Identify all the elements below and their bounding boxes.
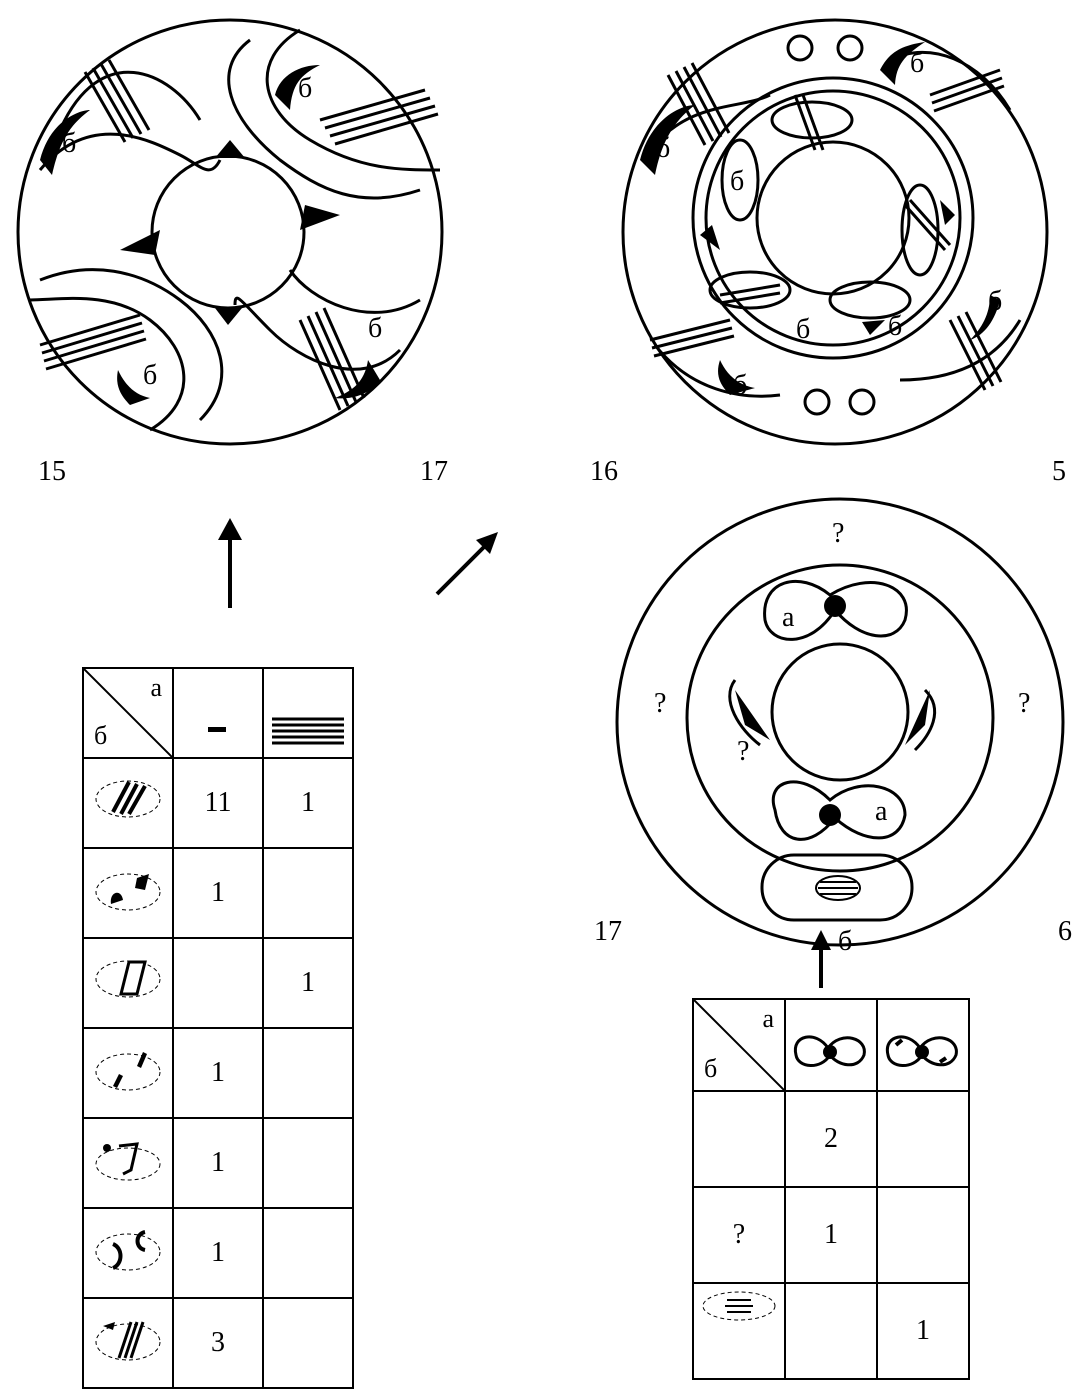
count-cell: 1 bbox=[877, 1283, 969, 1379]
arrow-label: б bbox=[838, 928, 852, 956]
glyph-cell bbox=[83, 1028, 173, 1118]
count-cell bbox=[263, 1208, 353, 1298]
count-cell bbox=[263, 1298, 353, 1388]
glyph-cell bbox=[693, 1283, 785, 1379]
count-cell bbox=[877, 1187, 969, 1283]
count-cell: 1 bbox=[785, 1187, 877, 1283]
header-motif-a-cell bbox=[785, 999, 877, 1091]
count-cell: 2 bbox=[785, 1091, 877, 1187]
header-b-label: б bbox=[704, 1054, 717, 1084]
count-cell bbox=[263, 848, 353, 938]
count-cell: 1 bbox=[263, 938, 353, 1028]
header-b-label: б bbox=[94, 721, 107, 751]
count-cell: 1 bbox=[173, 848, 263, 938]
count-cell: 1 bbox=[173, 1118, 263, 1208]
glyph-cell bbox=[83, 1118, 173, 1208]
header-corner-cell: а б bbox=[83, 668, 173, 758]
count-cell: 11 bbox=[173, 758, 263, 848]
glyph-cell bbox=[83, 1298, 173, 1388]
right-table: а б 2 ?1 1 bbox=[692, 998, 970, 1380]
header-motif-b-cell bbox=[877, 999, 969, 1091]
count-cell: 1 bbox=[173, 1208, 263, 1298]
label-cell bbox=[693, 1091, 785, 1187]
count-cell: 1 bbox=[263, 758, 353, 848]
header-a-label: а bbox=[762, 1004, 774, 1034]
header-corner-cell: а б bbox=[693, 999, 785, 1091]
header-dash-cell bbox=[173, 668, 263, 758]
header-stripes-cell bbox=[263, 668, 353, 758]
glyph-cell bbox=[83, 848, 173, 938]
count-cell bbox=[877, 1091, 969, 1187]
glyph-cell bbox=[83, 938, 173, 1028]
count-cell bbox=[263, 1028, 353, 1118]
label-cell: ? bbox=[693, 1187, 785, 1283]
glyph-cell bbox=[83, 1208, 173, 1298]
header-a-label: а bbox=[150, 673, 162, 703]
glyph-cell bbox=[83, 758, 173, 848]
count-cell bbox=[785, 1283, 877, 1379]
count-cell bbox=[263, 1118, 353, 1208]
count-cell: 3 bbox=[173, 1298, 263, 1388]
count-cell bbox=[173, 938, 263, 1028]
count-cell: 1 bbox=[173, 1028, 263, 1118]
